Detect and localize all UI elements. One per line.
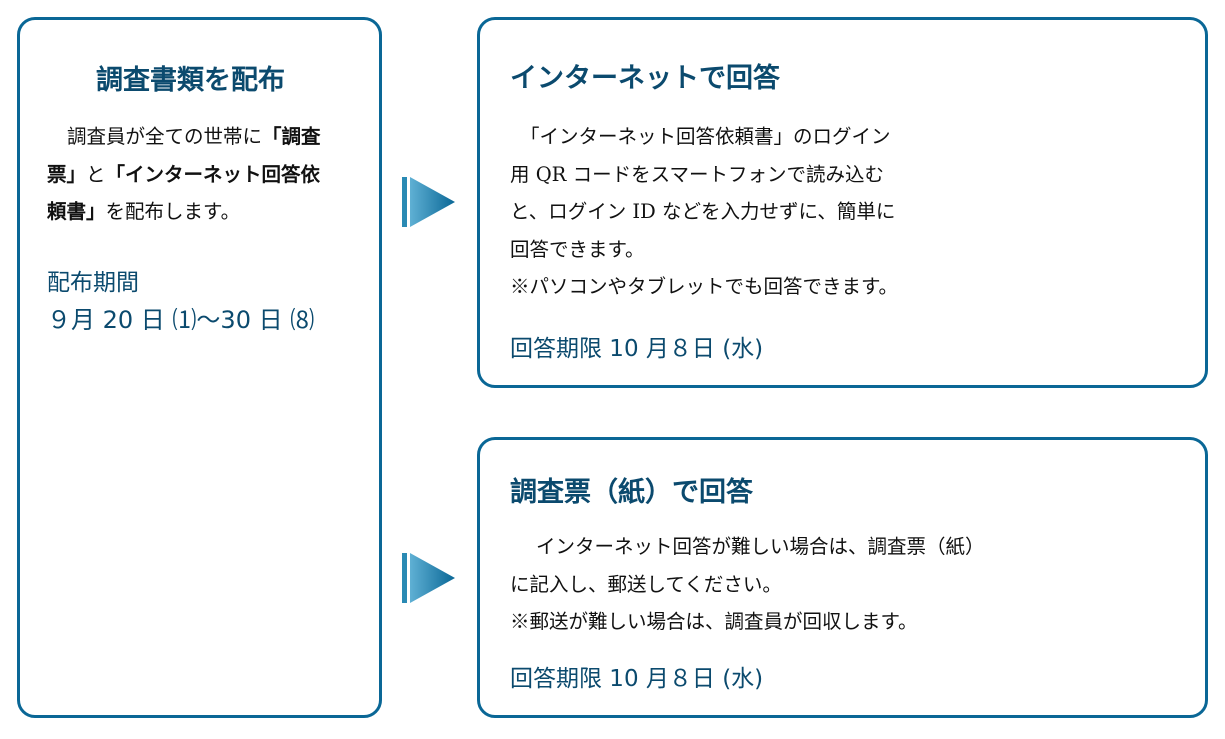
text: 頼書」 bbox=[47, 200, 106, 223]
distribute-description: 調査員が全ての世帯に「調査 票」と「インターネット回答依 頼書」を配布します。 bbox=[47, 118, 321, 231]
internet-deadline: 回答期限 10 月８日 (水) bbox=[510, 336, 764, 362]
description-line: 票」と「インターネット回答依 bbox=[47, 156, 321, 194]
description-line: 調査員が全ての世帯に「調査 bbox=[47, 118, 321, 156]
description-line: 用 QR コードをスマートフォンで読み込む bbox=[510, 162, 884, 186]
period-value: ９月 20 日 ⑴〜30 日 ⑻ bbox=[47, 306, 315, 334]
paper-title: 調査票（紙）で回答 bbox=[510, 477, 753, 508]
paper-panel: 調査票（紙）で回答 インターネット回答が難しい場合は、調査票（紙） に記入し、郵… bbox=[477, 437, 1208, 718]
text: を配布します。 bbox=[105, 200, 241, 223]
arrow-right-icon bbox=[402, 177, 455, 227]
description-line: インターネット回答が難しい場合は、調査票（紙） bbox=[536, 535, 985, 558]
description-line: ※郵送が難しい場合は、調査員が回収します。 bbox=[510, 610, 918, 633]
period-label: 配布期間 bbox=[47, 270, 139, 296]
description-line: 頼書」を配布します。 bbox=[47, 193, 321, 231]
description-line: 回答できます。 bbox=[510, 237, 645, 261]
description-line: ※パソコンやタブレットでも回答できます。 bbox=[510, 275, 899, 298]
arrow-right-icon bbox=[402, 553, 455, 603]
text: と bbox=[86, 162, 106, 186]
description-line: 「インターネット回答依頼書」のログイン bbox=[520, 125, 891, 148]
distribute-panel: 調査書類を配布 調査員が全ての世帯に「調査 票」と「インターネット回答依 頼書」… bbox=[17, 17, 382, 718]
internet-title: インターネットで回答 bbox=[510, 63, 780, 94]
paper-description: インターネット回答が難しい場合は、調査票（紙） に記入し、郵送してください。 ※… bbox=[510, 528, 985, 641]
text: 調査員が全ての世帯に bbox=[67, 125, 263, 148]
description-line: と、ログイン ID などを入力せずに、簡単に bbox=[510, 200, 896, 223]
distribute-title: 調査書類を配布 bbox=[96, 65, 285, 96]
text: 票」 bbox=[47, 162, 87, 186]
internet-panel: インターネットで回答 「インターネット回答依頼書」のログイン 用 QR コードを… bbox=[477, 17, 1208, 388]
internet-description: 「インターネット回答依頼書」のログイン 用 QR コードをスマートフォンで読み込… bbox=[510, 118, 898, 306]
text: 「調査 bbox=[262, 125, 321, 148]
paper-deadline: 回答期限 10 月８日 (水) bbox=[510, 666, 764, 692]
text: 「インターネット回答依 bbox=[105, 162, 321, 186]
description-line: に記入し、郵送してください。 bbox=[510, 572, 782, 596]
